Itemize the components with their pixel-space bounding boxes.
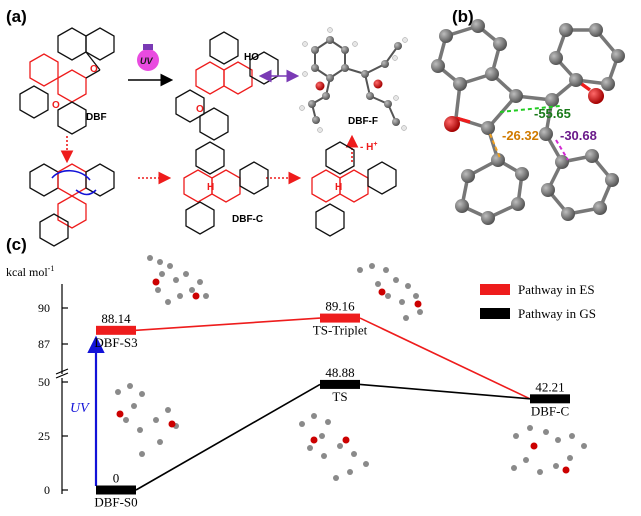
svg-text:O: O xyxy=(196,104,204,115)
angle-label-2: -26.32 xyxy=(502,128,539,143)
uv-label: UV xyxy=(70,401,90,416)
legend: Pathway in ES Pathway in GS xyxy=(480,282,596,321)
dbf-label: DBF xyxy=(86,112,107,123)
snapshot-ts-triplet xyxy=(357,263,423,321)
dbf-f-structure xyxy=(299,27,408,133)
energy-value-label: 88.14 xyxy=(101,311,131,326)
yaxis-unit: kcal mol-1 xyxy=(6,264,54,279)
snapshot-dbf-s3 xyxy=(147,255,209,305)
dbf-f-label: DBF-F xyxy=(348,116,378,127)
energy-level-bar xyxy=(320,313,360,323)
dbf-c-label-scheme: DBF-C xyxy=(232,214,263,225)
axis-break-icon xyxy=(55,368,69,379)
angle-label-1: -55.65 xyxy=(534,106,571,121)
energy-value-label: 48.88 xyxy=(325,365,354,380)
legend-label-es: Pathway in ES xyxy=(518,282,595,297)
svg-text:H: H xyxy=(335,182,342,193)
ytick-label: 90 xyxy=(38,301,50,315)
legend-swatch-es xyxy=(480,284,510,295)
legend-swatch-gs xyxy=(480,308,510,319)
legend-label-gs: Pathway in GS xyxy=(518,306,596,321)
energy-value-label: 42.21 xyxy=(535,379,564,394)
svg-text:O: O xyxy=(52,100,60,111)
crystal-structure xyxy=(431,19,625,225)
energy-level-bar xyxy=(530,394,570,404)
excited-molecule xyxy=(29,163,115,247)
panel-c-label: (c) xyxy=(6,235,27,254)
uv-bulb-label: UV xyxy=(140,56,153,66)
energy-state-label: TS xyxy=(332,389,347,404)
intermediate-molecule xyxy=(311,141,397,237)
energy-state-label: TS-Triplet xyxy=(313,323,368,338)
uv-bulb-icon: UV xyxy=(137,44,159,71)
yaxis-ticks: 0 25 50 87 90 xyxy=(38,301,68,497)
panel-b-label: (b) xyxy=(452,7,474,26)
snapshot-dbf-c xyxy=(511,425,587,475)
series-line-segment xyxy=(135,383,321,491)
series-line-segment xyxy=(359,383,531,400)
svg-text:H: H xyxy=(207,182,214,193)
ytick-label: 0 xyxy=(44,483,50,497)
energy-state-label: DBF-S3 xyxy=(94,335,137,350)
ytick-label: 50 xyxy=(38,375,50,389)
snapshot-ts xyxy=(299,413,369,481)
dbf-molecule xyxy=(19,27,115,135)
series-line-segment xyxy=(135,317,321,332)
energy-value-label: 0 xyxy=(113,471,120,486)
angle-label-3: -30.68 xyxy=(560,128,597,143)
ho-label: HO xyxy=(244,52,259,63)
ytick-label: 87 xyxy=(38,337,50,351)
ytick-label: 25 xyxy=(38,429,50,443)
energy-level-bar xyxy=(96,325,136,335)
h-minus-label: - H+ xyxy=(360,141,377,153)
series-line-segment xyxy=(359,317,531,400)
energy-state-label: DBF-C xyxy=(531,403,569,418)
dbf-c-molecule xyxy=(183,141,269,235)
energy-value-label: 89.16 xyxy=(325,299,355,314)
panel-a-label: (a) xyxy=(6,7,27,26)
energy-level-bar xyxy=(320,379,360,389)
energy-state-label: DBF-S0 xyxy=(94,495,137,510)
snapshot-dbf-s0 xyxy=(115,383,179,457)
product-molecule xyxy=(175,31,279,141)
energy-level-bar xyxy=(96,485,136,495)
svg-text:O: O xyxy=(90,64,98,75)
